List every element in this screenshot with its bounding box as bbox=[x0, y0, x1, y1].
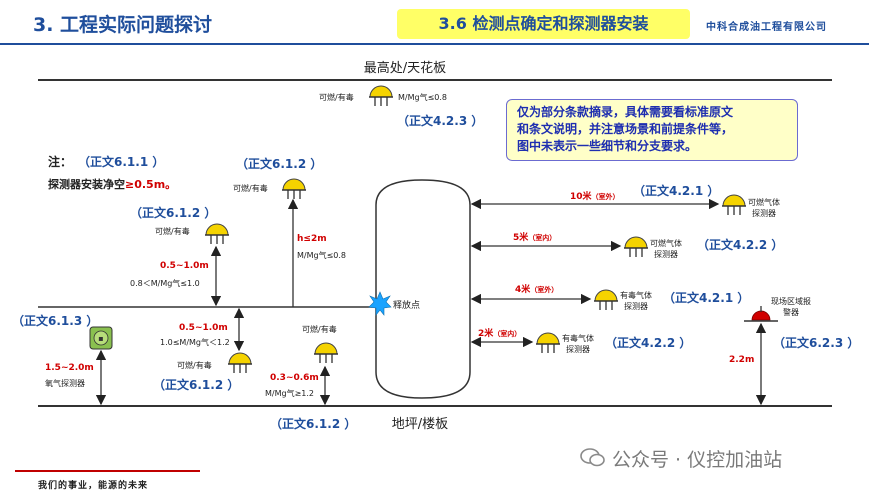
det-upper-ratio: M/Mg气≤0.8 bbox=[297, 250, 346, 260]
dist-10m-value: 10米 bbox=[570, 190, 593, 202]
dist-5m-tag: （室内） bbox=[528, 233, 556, 242]
clause-6-1-2-a: （正文6.1.2 ） bbox=[236, 156, 322, 171]
dist-4m-tag: （室外） bbox=[530, 285, 558, 294]
dist-5m-value: 5米 bbox=[513, 231, 529, 243]
note-clause-611: （正文6.1.1 ） bbox=[78, 154, 164, 169]
note-text-body: 探测器安装净空 bbox=[48, 177, 125, 191]
detector-icon-10m bbox=[721, 194, 747, 216]
oxygen-detector-face bbox=[93, 330, 109, 346]
clause-6-1-2-c: （正文6.1.2 ） bbox=[153, 377, 239, 392]
company-name: 中科合成油工程有限公司 bbox=[706, 22, 827, 33]
oxygen-detector-symbol: ▪ bbox=[98, 334, 103, 343]
dist-2m-value: 2米 bbox=[478, 327, 494, 339]
clause-6-2-3: （正文6.2.3 ） bbox=[773, 335, 859, 350]
height-2-2m: 2.2m bbox=[729, 355, 754, 365]
ratio-low: M/Mg气≥1.2 bbox=[265, 388, 314, 398]
area-alarm-icon bbox=[751, 310, 771, 321]
detector-icon-upper bbox=[281, 178, 307, 200]
footer-slogan: 我们的事业，能源的未来 bbox=[38, 481, 149, 491]
ratio-range-a: 0.8＜M/Mg气≤1.0 bbox=[130, 278, 200, 288]
release-point-icon bbox=[368, 291, 392, 316]
det-platform-label: 可燃/有毒 bbox=[155, 226, 190, 236]
range-1-5-2-0: 1.5~2.0m bbox=[45, 363, 94, 373]
note-text: 探测器安装净空≥0.5m。 bbox=[48, 177, 176, 191]
floor-label: 地坪/楼板 bbox=[392, 417, 448, 432]
watermark: 公众号 · 仪控加油站 bbox=[612, 449, 783, 471]
det-10m-label-2: 探测器 bbox=[752, 208, 776, 218]
det-low-label: 可燃/有毒 bbox=[302, 324, 337, 334]
det-below-label: 可燃/有毒 bbox=[177, 360, 212, 370]
clause-4-2-1-a: （正文4.2.1 ） bbox=[633, 183, 719, 198]
note-line-3: 图中未表示一些细节和分支要求。 bbox=[517, 139, 698, 153]
clause-4-2-2-b: （正文4.2.2 ） bbox=[605, 335, 691, 350]
note-title: 注： bbox=[48, 154, 72, 169]
vessel bbox=[375, 179, 471, 399]
det-5m-label-1: 可燃气体 bbox=[650, 238, 682, 248]
clause-4-2-2-a: （正文4.2.2 ） bbox=[697, 237, 783, 252]
det-top-ratio: M/Mg气≤0.8 bbox=[398, 92, 447, 102]
detector-icon-5m bbox=[623, 236, 649, 258]
area-alarm-label-2: 警器 bbox=[783, 307, 799, 317]
clause-6-1-3: （正文6.1.3 ） bbox=[12, 313, 98, 328]
release-label: 释放点 bbox=[393, 299, 420, 311]
range-0-5-1-0-a: 0.5~1.0m bbox=[160, 261, 209, 271]
detector-icon-top bbox=[368, 85, 394, 107]
wechat-icon bbox=[580, 448, 605, 467]
oxygen-label: 氧气探测器 bbox=[45, 378, 85, 388]
dist-2m-label: 2米（室内） bbox=[478, 327, 521, 339]
detector-icon-2m bbox=[535, 332, 561, 354]
det-2m-label-1: 有毒气体 bbox=[562, 333, 594, 343]
dist-5m-label: 5米（室内） bbox=[513, 231, 556, 243]
det-top-label: 可燃/有毒 bbox=[319, 92, 354, 102]
detector-icon-4m bbox=[593, 289, 619, 311]
clause-6-1-2-b: （正文6.1.2 ） bbox=[130, 205, 216, 220]
range-0-3-0-6: 0.3~0.6m bbox=[270, 373, 319, 383]
clause-4-2-1-b: （正文4.2.1 ） bbox=[663, 290, 749, 305]
dist-10m-tag: （室外） bbox=[592, 192, 620, 201]
note-text-value: ≥0.5m。 bbox=[125, 178, 176, 191]
dist-4m-label: 4米（室外） bbox=[515, 283, 558, 295]
ceiling-label: 最高处/天花板 bbox=[364, 60, 446, 76]
dist-4m-value: 4米 bbox=[515, 283, 531, 295]
detector-icon-platform bbox=[204, 223, 230, 245]
dist-10m-label: 10米（室外） bbox=[570, 190, 620, 202]
note-box: 仅为部分条款摘录，具体需要看标准原文 和条文说明，并注意场景和前提条件等， 图中… bbox=[506, 99, 798, 161]
detector-icon-low bbox=[313, 342, 339, 364]
range-0-5-1-0-b: 0.5~1.0m bbox=[179, 323, 228, 333]
ratio-range-b: 1.0≤M/Mg气＜1.2 bbox=[160, 337, 230, 347]
det-10m-label-1: 可燃气体 bbox=[748, 197, 780, 207]
det-2m-label-2: 探测器 bbox=[566, 344, 590, 354]
det-4m-label-2: 探测器 bbox=[624, 301, 648, 311]
detector-icon-below bbox=[227, 352, 253, 374]
note-line-2: 和条文说明，并注意场景和前提条件等， bbox=[517, 122, 734, 136]
header-divider bbox=[0, 43, 869, 45]
height-le-2m: h≤2m bbox=[297, 234, 327, 244]
page-title: 3. 工程实际问题探讨 bbox=[33, 14, 213, 36]
clause-4-2-3: （正文4.2.3 ） bbox=[397, 113, 483, 128]
det-4m-label-1: 有毒气体 bbox=[620, 290, 652, 300]
det-upper-label: 可燃/有毒 bbox=[233, 183, 268, 193]
section-title: 3.6 检测点确定和探测器安装 bbox=[397, 9, 690, 39]
dist-2m-tag: （室内） bbox=[493, 329, 521, 338]
note-line-1: 仅为部分条款摘录，具体需要看标准原文 bbox=[517, 105, 734, 119]
clause-6-1-2-d: （正文6.1.2 ） bbox=[270, 416, 356, 431]
footer-divider bbox=[15, 470, 200, 472]
area-alarm-label-1: 现场区域报 bbox=[771, 296, 811, 306]
det-5m-label-2: 探测器 bbox=[654, 249, 678, 259]
